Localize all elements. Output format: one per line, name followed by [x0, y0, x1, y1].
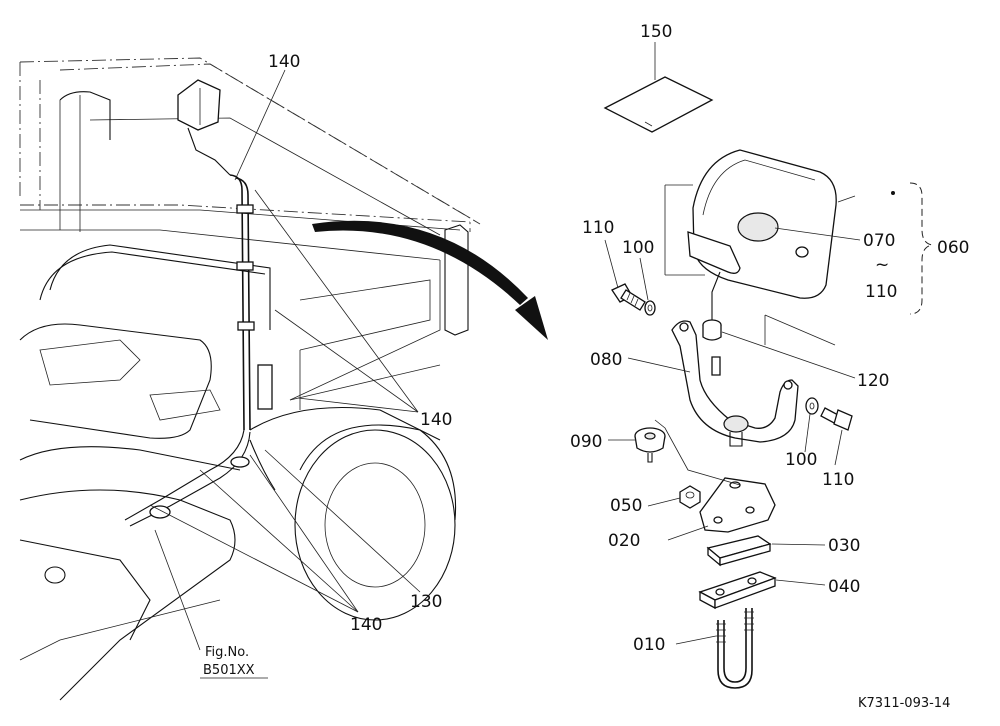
label-100-right: 100: [785, 450, 817, 470]
part-080-bracket: [671, 320, 799, 447]
vehicle-illustration: [19, 57, 481, 701]
part-100-washer-right: [805, 397, 819, 415]
label-070: 070: [863, 231, 895, 251]
label-020: 020: [608, 531, 640, 551]
label-110-bracket: 110: [865, 282, 897, 302]
label-010: 010: [633, 635, 665, 655]
label-140-top: 140: [268, 52, 300, 72]
part-110-bolt-left: [611, 283, 646, 311]
label-040: 040: [828, 577, 860, 597]
label-050: 050: [610, 496, 642, 516]
drawing-code: K7311-093-14: [858, 696, 950, 711]
label-tilde: ~: [875, 255, 889, 275]
label-100-left: 100: [622, 238, 654, 258]
part-110-bolt-right: [820, 407, 853, 431]
label-060: 060: [937, 238, 969, 258]
label-120: 120: [857, 371, 889, 391]
part-010-u-bolt: [716, 608, 754, 689]
part-060-work-lamp: [687, 149, 837, 320]
detail-arrow: [312, 220, 548, 340]
label-150: 150: [640, 22, 672, 42]
part-090-rubber-mount: [634, 427, 666, 463]
label-140-mid: 140: [420, 410, 452, 430]
callout-labels: 150 140 140 130 140 110 100 070 060 ~ 11…: [203, 22, 969, 711]
figure-ref-line2: B501XX: [203, 663, 255, 678]
figure-ref-line1: Fig.No.: [205, 645, 249, 660]
label-090: 090: [570, 432, 602, 452]
part-020-plate: [699, 477, 776, 533]
part-150-label-sheet: [603, 76, 714, 133]
label-110-right: 110: [822, 470, 854, 490]
part-030-spacer: [706, 535, 772, 567]
part-050-nut: [679, 485, 701, 509]
label-140-bottom: 140: [350, 615, 382, 635]
part-100-washer-left: [644, 300, 656, 316]
label-080: 080: [590, 350, 622, 370]
label-130: 130: [410, 592, 442, 612]
assembly-bracket-060: [909, 182, 933, 315]
part-120-grommet: [702, 319, 722, 376]
part-040-clamp-plate: [698, 571, 777, 610]
label-030: 030: [828, 536, 860, 556]
leader-lines: [149, 42, 895, 651]
label-110-left: 110: [582, 218, 614, 238]
